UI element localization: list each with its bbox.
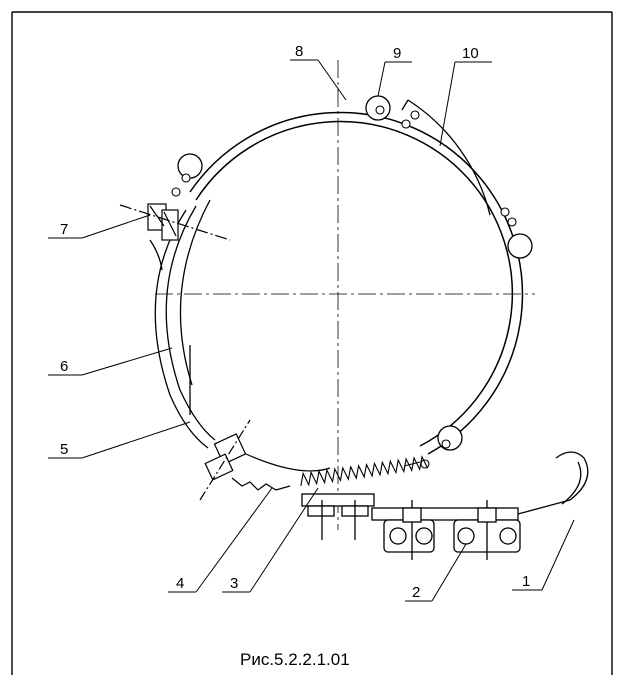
figure-caption: Рис.5.2.2.1.01 xyxy=(240,650,350,669)
lower-clamp xyxy=(199,419,331,501)
callout-3: 3 xyxy=(230,575,238,592)
spring xyxy=(300,455,429,487)
clamp-7 xyxy=(119,203,231,241)
leader-lines xyxy=(48,59,575,602)
main-ring xyxy=(189,111,524,455)
drawing-frame xyxy=(11,11,613,675)
callout-8: 8 xyxy=(295,43,303,60)
callout-1: 1 xyxy=(522,573,530,590)
callouts: 8 9 10 7 6 5 4 3 2 1 xyxy=(60,43,530,601)
pins xyxy=(171,105,517,469)
roller-lower-right xyxy=(437,425,463,451)
guard-strip xyxy=(401,99,491,216)
callout-6: 6 xyxy=(60,358,68,375)
callout-4: 4 xyxy=(176,575,184,592)
callout-10: 10 xyxy=(462,45,479,62)
center-lines xyxy=(155,60,535,530)
inner-band xyxy=(149,199,216,449)
roller-right xyxy=(507,233,533,259)
callout-7: 7 xyxy=(60,221,68,238)
callout-9: 9 xyxy=(393,45,401,62)
base-assembly xyxy=(301,451,589,560)
callout-2: 2 xyxy=(412,584,420,601)
roller-upper-left xyxy=(177,153,203,179)
callout-5: 5 xyxy=(60,441,68,458)
